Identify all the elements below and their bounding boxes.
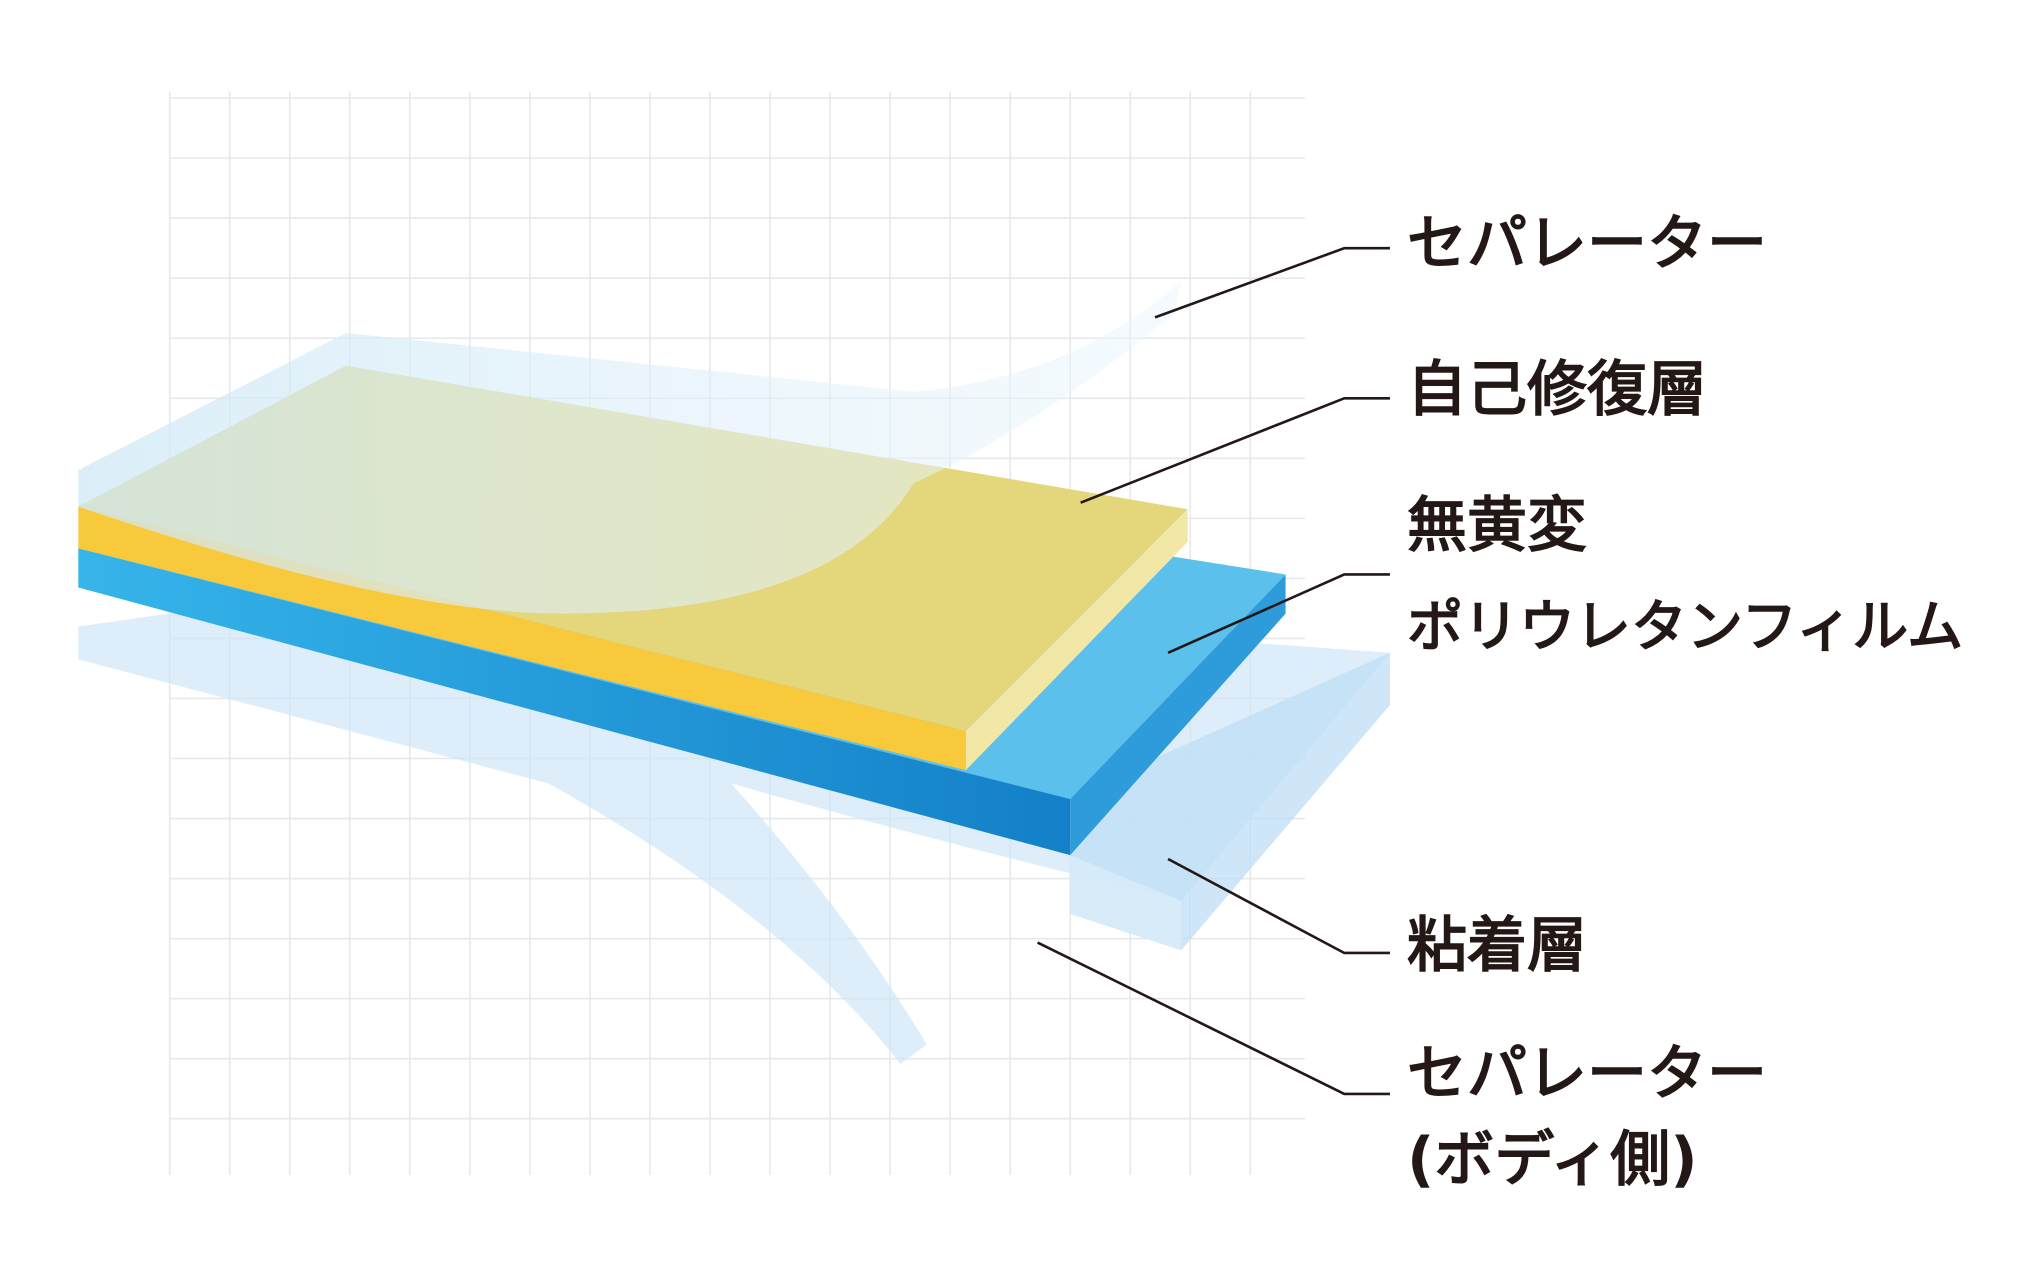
leader-self-healing xyxy=(1080,396,1390,504)
label-body-separator: セパレーター xyxy=(1407,1039,1767,1109)
adhesive-layer-front xyxy=(1070,855,1182,951)
leader-top-separator xyxy=(1154,246,1390,319)
adhesive-layer xyxy=(1070,652,1390,951)
label-adhesive-layer: 粘着層 xyxy=(1407,911,1587,981)
self-healing-layer-side xyxy=(965,509,1188,771)
label-body-side: (ボディ側) xyxy=(1407,1125,1698,1195)
label-non-yellowing: 無黄変 xyxy=(1407,491,1587,561)
leader-lines xyxy=(1036,246,1390,1096)
polyurethane-film-side xyxy=(1070,574,1286,856)
label-polyurethane-film: ポリウレタンフィルム xyxy=(1407,595,1964,660)
label-self-healing-layer: 自己修復層 xyxy=(1407,355,1707,425)
top-separator-sheet xyxy=(78,280,1182,614)
leader-adhesive xyxy=(1167,857,1390,955)
label-top-separator: セパレーター xyxy=(1407,209,1767,279)
leader-polyurethane xyxy=(1167,573,1390,654)
polyurethane-film-front xyxy=(78,548,1071,856)
leader-body-separator xyxy=(1036,941,1390,1096)
